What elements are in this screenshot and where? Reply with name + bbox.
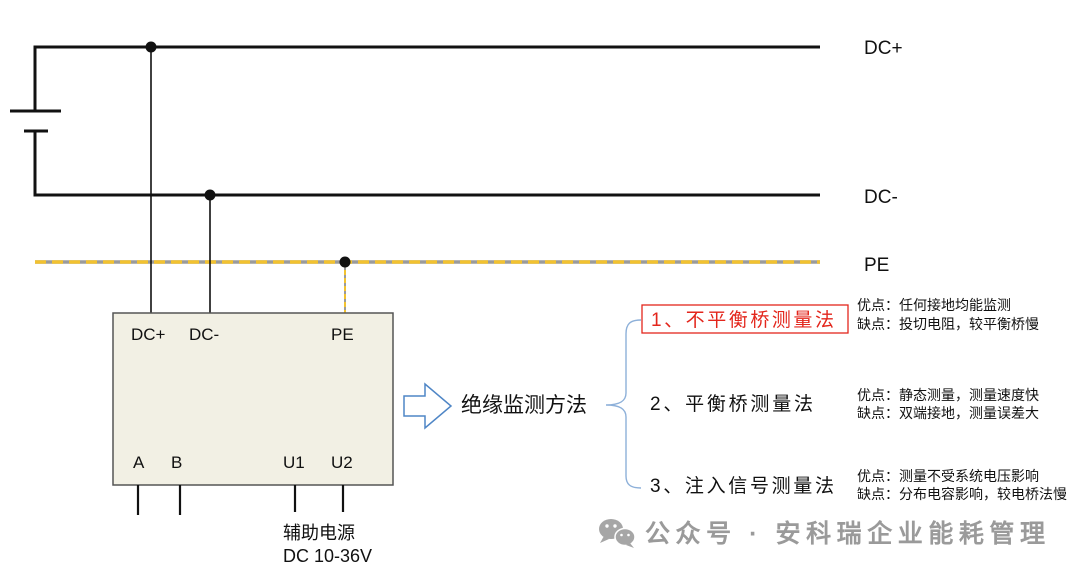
watermark: 公众号 · 安科瑞企业能耗管理 xyxy=(599,519,1045,548)
device-bottom-leads xyxy=(136,485,345,515)
method-label: 1、不平衡桥测量法 xyxy=(651,309,834,331)
terminal-u1: U1 xyxy=(283,453,305,472)
device-body xyxy=(112,312,394,486)
dc-plus-junction xyxy=(145,41,157,53)
methods-brace xyxy=(605,319,642,489)
aux-power-label: 辅助电源 xyxy=(283,523,355,543)
pe-rail xyxy=(35,260,820,313)
dc-wiring xyxy=(10,45,820,313)
terminal-u2: U2 xyxy=(331,453,353,472)
method-pros: 优点：测量不受系统电压影响 xyxy=(857,468,1039,484)
method-cons: 缺点：双端接地，测量误差大 xyxy=(857,405,1039,421)
method-pros: 优点：静态测量，测量速度快 xyxy=(857,387,1039,403)
methods-title: 绝缘监测方法 xyxy=(461,394,587,417)
method-item-3: 3、注入信号测量法 优点：测量不受系统电压影响 缺点：分布电容影响，较电桥法慢 xyxy=(650,468,1067,502)
terminal-dc-plus: DC+ xyxy=(131,325,166,344)
method-cons: 缺点：投切电阻，较平衡桥慢 xyxy=(857,316,1039,332)
hollow-arrow-icon xyxy=(403,382,453,430)
terminal-dc-minus: DC- xyxy=(189,325,219,344)
method-highlight-box xyxy=(641,304,849,334)
method-pros: 优点：任何接地均能监测 xyxy=(857,297,1011,313)
junction-dots xyxy=(145,41,351,268)
method-label: 2、平衡桥测量法 xyxy=(650,393,813,415)
dc-minus-junction xyxy=(204,189,216,201)
method-cons: 缺点：分布电容影响，较电桥法慢 xyxy=(857,486,1067,502)
terminal-a: A xyxy=(133,453,145,472)
rail-labels: DC+ DC- PE xyxy=(864,38,903,276)
aux-power-voltage: DC 10-36V xyxy=(283,546,372,566)
method-item-2: 2、平衡桥测量法 优点：静态测量，测量速度快 缺点：双端接地，测量误差大 xyxy=(650,387,1039,421)
terminal-pe: PE xyxy=(331,325,354,344)
pe-junction xyxy=(339,256,351,268)
device-terminal-labels: DC+ DC- PE A B U1 U2 xyxy=(131,325,354,472)
wechat-icon xyxy=(599,519,636,548)
rail-label-dc-plus: DC+ xyxy=(864,38,903,59)
rail-label-dc-minus: DC- xyxy=(864,187,898,208)
method-item-1: 1、不平衡桥测量法 优点：任何接地均能监测 缺点：投切电阻，较平衡桥慢 xyxy=(641,297,1039,334)
terminal-b: B xyxy=(171,453,182,472)
monitor-device: DC+ DC- PE A B U1 U2 辅助电源 DC 10-36V xyxy=(112,312,394,566)
rail-label-pe: PE xyxy=(864,255,889,276)
watermark-text: 公众号 · 安科瑞企业能耗管理 xyxy=(645,519,1045,548)
method-label: 3、注入信号测量法 xyxy=(650,475,834,497)
